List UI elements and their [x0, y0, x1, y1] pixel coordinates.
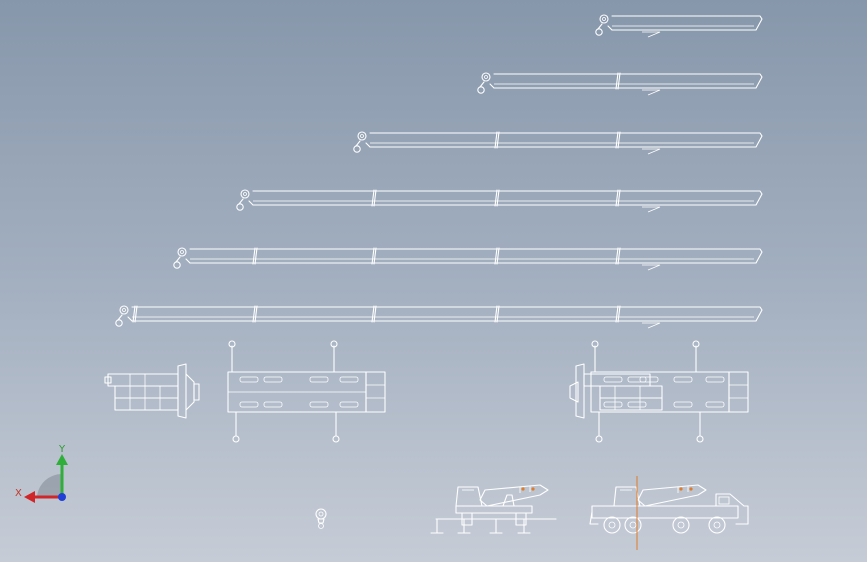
boom-joint [494, 131, 500, 149]
boom-2-sections [477, 72, 763, 96]
boom-joint [371, 247, 377, 265]
x-axis-label: X [15, 488, 22, 499]
boom-joint [615, 247, 621, 265]
boom-5-sections [173, 247, 763, 271]
boom-head-sheave [177, 247, 187, 257]
boom-pin [353, 145, 361, 153]
boom-pin [173, 261, 181, 269]
boom-joint [494, 247, 500, 265]
chassis-top-view-right [569, 340, 749, 443]
boom-joint [615, 131, 621, 149]
boom-joint [494, 305, 500, 323]
hook-block [315, 508, 327, 529]
boom-joint [252, 305, 258, 323]
crane-side-view-wheels [589, 476, 749, 550]
boom-pin [477, 86, 485, 94]
boom-4-sections [236, 189, 763, 213]
turntable-side-view [104, 363, 200, 419]
boom-joint [371, 305, 377, 323]
boom-3-sections [353, 131, 763, 155]
coordinate-triad: X Y [15, 444, 68, 503]
boom-head-sheave [119, 305, 129, 315]
boom-drawings [115, 14, 763, 329]
boom-head-sheave [599, 14, 609, 24]
boom-joint [371, 189, 377, 207]
boom-head-sheave [481, 72, 491, 82]
boom-joint [615, 305, 621, 323]
boom-1-sections [595, 14, 763, 38]
boom-joint [252, 247, 258, 265]
boom-joint [615, 189, 621, 207]
y-axis-label: Y [58, 444, 66, 455]
boom-pin [115, 319, 123, 327]
boom-pin [236, 203, 244, 211]
boom-head-sheave [357, 131, 367, 141]
boom-joint [132, 305, 138, 323]
chassis-top-view-left [227, 340, 386, 443]
crane-side-view-outriggers [430, 484, 557, 534]
boom-joint [615, 72, 621, 90]
boom-head-sheave [240, 189, 250, 199]
boom-pin [595, 28, 603, 36]
boom-6-sections [115, 305, 763, 329]
boom-joint [494, 189, 500, 207]
